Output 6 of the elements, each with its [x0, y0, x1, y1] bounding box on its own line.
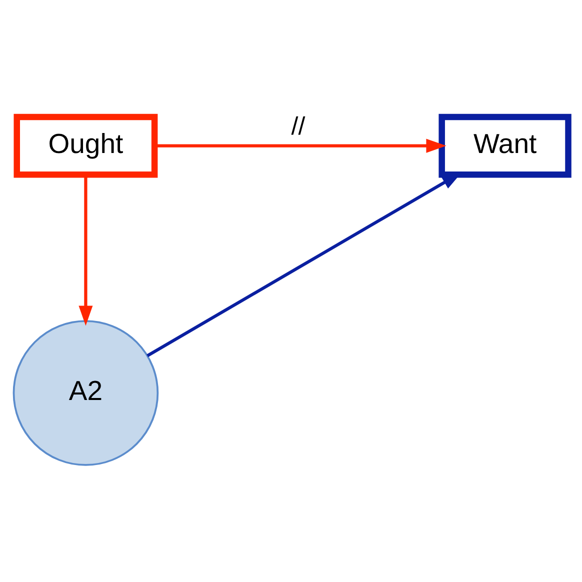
node-circle: A2	[12, 320, 159, 466]
arrow	[154, 138, 446, 153]
edge-label: //	[291, 112, 306, 141]
arrow	[78, 174, 93, 326]
node-box: Want	[438, 114, 572, 178]
node-box: Ought	[14, 114, 158, 178]
